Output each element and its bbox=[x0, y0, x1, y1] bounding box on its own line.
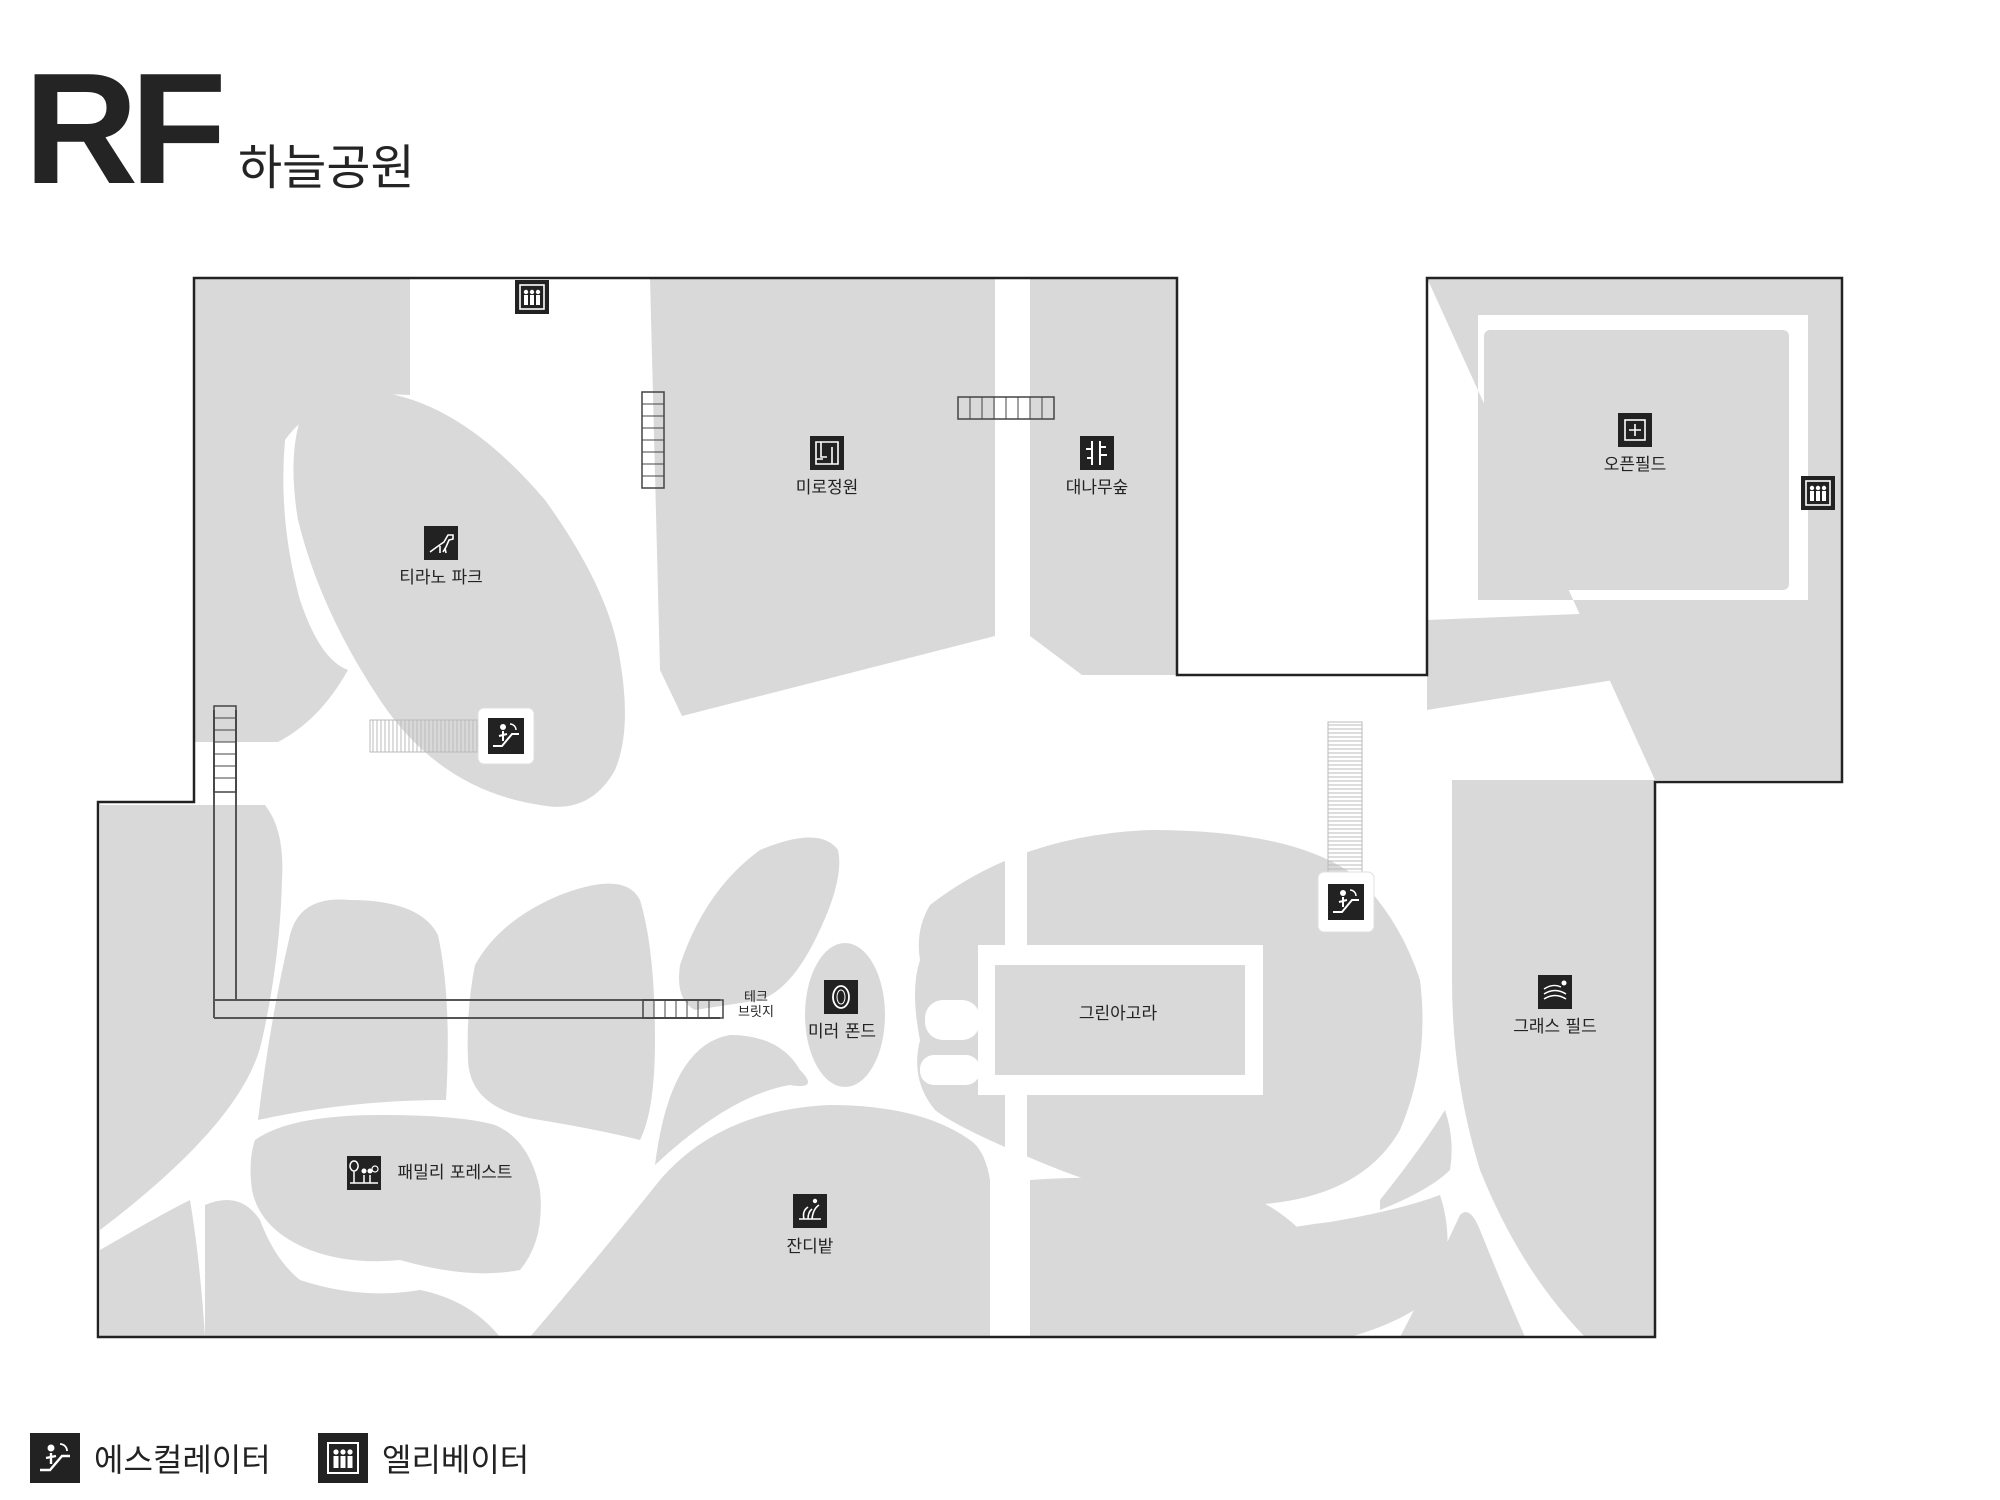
zone-blob-4 bbox=[655, 1035, 808, 1165]
zone-grass-field bbox=[1452, 780, 1655, 1337]
field-plus-icon[interactable] bbox=[1618, 413, 1652, 447]
floor-name: 하늘공원 bbox=[238, 140, 415, 196]
label-open-field: 오픈필드 bbox=[1604, 455, 1667, 475]
zone-blob-2 bbox=[467, 883, 655, 1140]
zone-bamboo-forest bbox=[1030, 278, 1177, 675]
escalator-track-right bbox=[1327, 721, 1363, 873]
legend-escalator-label: 에스컬레이터 bbox=[94, 1441, 271, 1479]
label-mirror-pond: 미러 폰드 bbox=[808, 1022, 876, 1042]
garden-zones bbox=[100, 278, 1842, 1337]
escalator-icon[interactable] bbox=[1327, 883, 1365, 921]
escalator-icon[interactable] bbox=[487, 717, 525, 755]
floor-code: RF bbox=[24, 41, 227, 217]
label-lawn: 잔디밭 bbox=[787, 1237, 834, 1257]
label-maze-garden: 미로정원 bbox=[796, 478, 859, 498]
grass-icon[interactable] bbox=[1538, 975, 1572, 1009]
zone-lawn bbox=[530, 1105, 990, 1337]
zone-bottom-7 bbox=[1380, 1110, 1452, 1210]
elevator-icon[interactable] bbox=[514, 279, 550, 315]
label-tech-bridge-1: 테크 bbox=[744, 990, 768, 1005]
label-family-forest: 패밀리 포레스트 bbox=[398, 1163, 513, 1183]
agora-inner bbox=[995, 965, 1245, 1075]
label-bamboo-forest: 대나무숲 bbox=[1066, 478, 1129, 498]
label-grass-field: 그래스 필드 bbox=[1513, 1017, 1597, 1037]
label-tech-bridge-2: 브릿지 bbox=[738, 1005, 774, 1020]
stair-steps bbox=[214, 397, 1043, 1018]
dinosaur-icon[interactable] bbox=[424, 526, 458, 560]
legend-elevator-label: 엘리베이터 bbox=[382, 1441, 530, 1479]
zone-open-field-inner bbox=[1484, 330, 1789, 590]
zone-tyrano-park bbox=[293, 390, 625, 807]
maze-icon[interactable] bbox=[810, 436, 844, 470]
label-tyrano-park: 티라노 파크 bbox=[399, 568, 483, 588]
zone-bottom-6 bbox=[1400, 1212, 1525, 1337]
zone-family-forest bbox=[250, 1115, 541, 1274]
zone-mirror-pond bbox=[805, 943, 885, 1087]
elevator-icon bbox=[318, 1433, 368, 1483]
legend-escalator: 에스컬레이터 bbox=[30, 1432, 271, 1484]
legend-elevator: 엘리베이터 bbox=[318, 1432, 529, 1484]
escalator-icon bbox=[30, 1433, 80, 1483]
zone-blob-1 bbox=[258, 899, 448, 1120]
zone-bottom-5 bbox=[1210, 1195, 1448, 1337]
bamboo-icon[interactable] bbox=[1080, 436, 1114, 470]
zone-bottom-1 bbox=[100, 1200, 205, 1337]
elevator-icon[interactable] bbox=[1800, 475, 1836, 511]
zone-maze-garden bbox=[650, 278, 995, 716]
zone-open-field-outer bbox=[1427, 278, 1842, 780]
paths bbox=[920, 278, 1263, 1337]
mirror-icon[interactable] bbox=[824, 980, 858, 1014]
family-forest-icon[interactable] bbox=[347, 1156, 381, 1190]
zone-blob-3 bbox=[679, 837, 840, 1010]
zone-bottom-2 bbox=[205, 1200, 500, 1337]
label-green-agora: 그린아고라 bbox=[1079, 1004, 1158, 1024]
building-outline bbox=[96, 276, 1844, 1339]
zone-open-field-lower bbox=[1427, 610, 1685, 710]
escalator-track-left bbox=[369, 719, 483, 753]
lawn-icon[interactable] bbox=[793, 1194, 827, 1228]
